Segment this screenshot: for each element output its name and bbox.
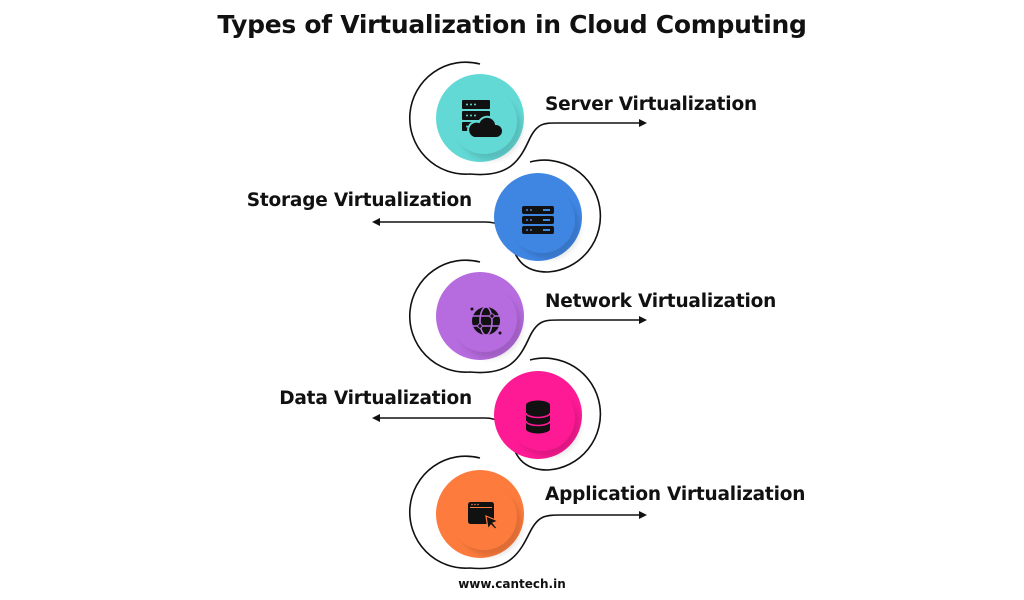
label-data-virtualization: Data Virtualization (279, 388, 472, 409)
label-storage-virtualization: Storage Virtualization (246, 190, 472, 211)
globe-network-icon (470, 306, 502, 336)
connector-ring (408, 455, 647, 570)
connector-ring (408, 61, 647, 176)
node-storage-virtualization (372, 159, 602, 273)
app-window-cursor-icon (468, 502, 500, 531)
label-network-virtualization: Network Virtualization (545, 291, 777, 312)
database-icon (525, 400, 551, 434)
node-server-virtualization (408, 61, 647, 176)
node-data-virtualization (372, 357, 602, 471)
node-network-virtualization (408, 259, 647, 374)
website-footer: www.cantech.in (458, 577, 566, 591)
label-application-virtualization: Application Virtualization (545, 484, 806, 505)
connector-ring (408, 259, 647, 374)
node-application-virtualization (408, 455, 647, 570)
label-server-virtualization: Server Virtualization (545, 94, 757, 115)
storage-server-icon (522, 206, 554, 234)
diagram-title: Types of Virtualization in Cloud Computi… (217, 10, 807, 39)
server-cloud-icon (462, 100, 504, 139)
